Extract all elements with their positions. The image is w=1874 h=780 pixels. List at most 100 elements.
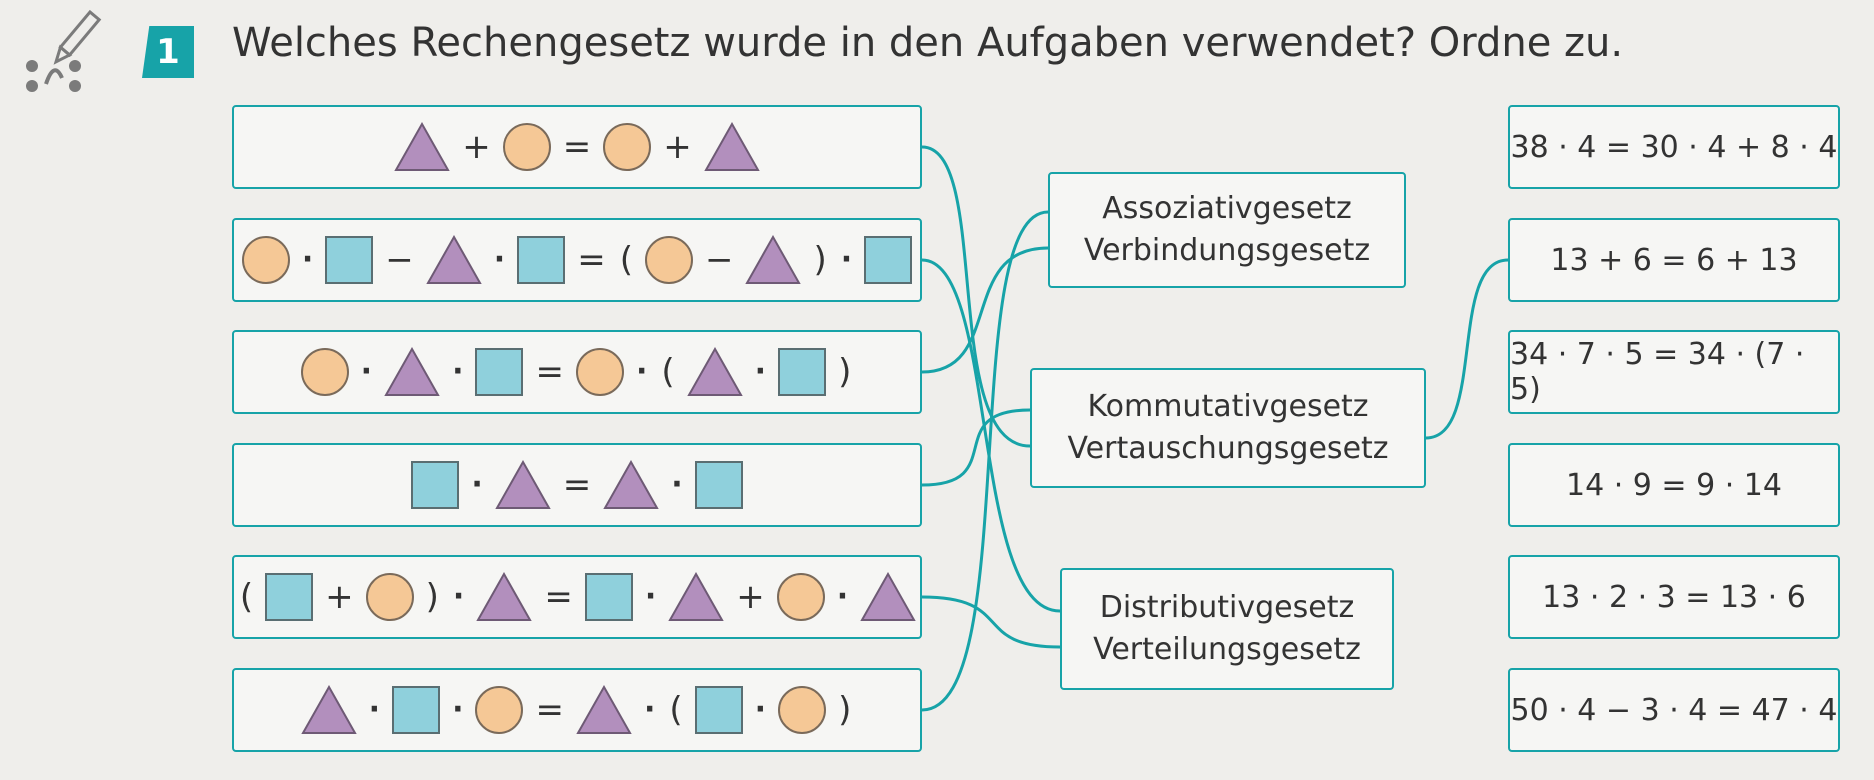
operator-symbol: =: [544, 577, 573, 617]
law-name-line1: Kommutativgesetz: [1087, 389, 1369, 424]
triangle-shape: [384, 347, 440, 397]
law-name-line1: Distributivgesetz: [1099, 590, 1355, 625]
square-shape: [864, 236, 913, 284]
triangle-shape: [686, 347, 743, 397]
operator-symbol: ): [813, 240, 827, 280]
law-name-line1: Assoziativgesetz: [1102, 191, 1352, 226]
operator-symbol: =: [562, 465, 592, 505]
operator-symbol: (: [669, 690, 683, 730]
equation-box-6[interactable]: 50 · 4 − 3 · 4 = 47 · 4: [1508, 668, 1840, 752]
triangle-shape: [426, 235, 482, 285]
operator-symbol: +: [663, 127, 692, 167]
operator-symbol: ·: [836, 579, 849, 614]
circle-shape: [575, 348, 624, 396]
operator-symbol: ): [838, 352, 852, 392]
connection-line: [1425, 258, 1509, 440]
operator-symbol: =: [577, 240, 606, 280]
connection-line: [921, 145, 1031, 448]
connection-line: [921, 258, 1061, 613]
operator-symbol: ·: [644, 579, 657, 614]
triangle-shape: [603, 460, 659, 510]
operator-symbol: ): [838, 690, 852, 730]
square-shape: [411, 461, 460, 509]
connection-line: [921, 595, 1061, 649]
law-name-line2: Verteilungsgesetz: [1093, 632, 1361, 667]
equation-text: 38 · 4 = 30 · 4 + 8 · 4: [1510, 129, 1838, 165]
operator-symbol: ·: [671, 467, 683, 502]
triangle-shape: [495, 460, 551, 510]
equation-text: 13 · 2 · 3 = 13 · 6: [1542, 579, 1806, 615]
square-shape: [325, 236, 374, 284]
square-shape: [694, 686, 743, 734]
equation-box-5[interactable]: 13 · 2 · 3 = 13 · 6: [1508, 555, 1840, 639]
equation-box-4[interactable]: 14 · 9 = 9 · 14: [1508, 443, 1840, 527]
circle-shape: [776, 573, 825, 621]
equation-text: 13 + 6 = 6 + 13: [1550, 242, 1798, 278]
operator-symbol: ): [425, 577, 439, 617]
circle-shape: [365, 573, 414, 621]
operator-symbol: −: [704, 240, 734, 280]
square-shape: [584, 573, 633, 621]
triangle-shape: [745, 235, 802, 285]
operator-symbol: ·: [635, 354, 648, 389]
operator-symbol: ·: [360, 354, 373, 389]
square-shape: [517, 236, 566, 284]
symbol-row-5[interactable]: ( +) · = · + ·: [232, 555, 922, 639]
operator-symbol: −: [385, 240, 414, 280]
operator-symbol: ·: [301, 242, 314, 277]
operator-symbol: ·: [452, 354, 464, 389]
equation-box-1[interactable]: 38 · 4 = 30 · 4 + 8 · 4: [1508, 105, 1840, 189]
circle-shape: [644, 236, 693, 284]
triangle-shape: [394, 122, 450, 172]
operator-symbol: ·: [840, 242, 853, 277]
operator-symbol: =: [535, 690, 564, 730]
connection-line: [921, 246, 1049, 374]
operator-symbol: +: [462, 127, 491, 167]
operator-symbol: ·: [452, 579, 465, 614]
exercise-number-badge: 1: [142, 26, 194, 78]
symbol-row-3[interactable]: · · = · ( ·): [232, 330, 922, 414]
square-shape: [778, 348, 827, 396]
operator-symbol: (: [619, 240, 633, 280]
exercise-instruction: Welches Rechengesetz wurde in den Aufgab…: [232, 20, 1624, 66]
circle-shape: [300, 348, 349, 396]
triangle-shape: [300, 685, 357, 735]
circle-shape: [241, 236, 290, 284]
symbol-row-6[interactable]: ··=·(·): [232, 668, 922, 752]
operator-symbol: ·: [754, 692, 767, 727]
operator-symbol: ·: [368, 692, 381, 727]
triangle-shape: [860, 572, 916, 622]
square-shape: [475, 348, 524, 396]
circle-shape: [502, 123, 551, 171]
circle-shape: [778, 686, 827, 734]
operator-symbol: ·: [471, 467, 483, 502]
triangle-shape: [576, 685, 632, 735]
operator-symbol: (: [661, 352, 675, 392]
triangle-shape: [476, 572, 533, 622]
equation-box-3[interactable]: 34 · 7 · 5 = 34 · (7 · 5): [1508, 330, 1840, 414]
square-shape: [392, 686, 441, 734]
pencil-dots-icon: [20, 4, 120, 94]
equation-text: 50 · 4 − 3 · 4 = 47 · 4: [1510, 692, 1838, 728]
equation-text: 14 · 9 = 9 · 14: [1566, 467, 1782, 503]
law-name-line2: Vertauschungsgesetz: [1067, 431, 1389, 466]
symbol-row-2[interactable]: ·−·=(−)·: [232, 218, 922, 302]
symbol-row-1[interactable]: +=+: [232, 105, 922, 189]
operator-symbol: (: [239, 577, 254, 617]
law-name-line2: Verbindungsgesetz: [1083, 233, 1371, 268]
operator-symbol: +: [325, 577, 354, 617]
square-shape: [265, 573, 314, 621]
operator-symbol: ·: [754, 354, 767, 389]
operator-symbol: =: [535, 352, 564, 392]
connection-line: [921, 210, 1049, 712]
equation-box-2[interactable]: 13 + 6 = 6 + 13: [1508, 218, 1840, 302]
symbol-row-4[interactable]: · = ·: [232, 443, 922, 527]
circle-shape: [603, 123, 652, 171]
circle-shape: [475, 686, 524, 734]
operator-symbol: +: [736, 577, 765, 617]
